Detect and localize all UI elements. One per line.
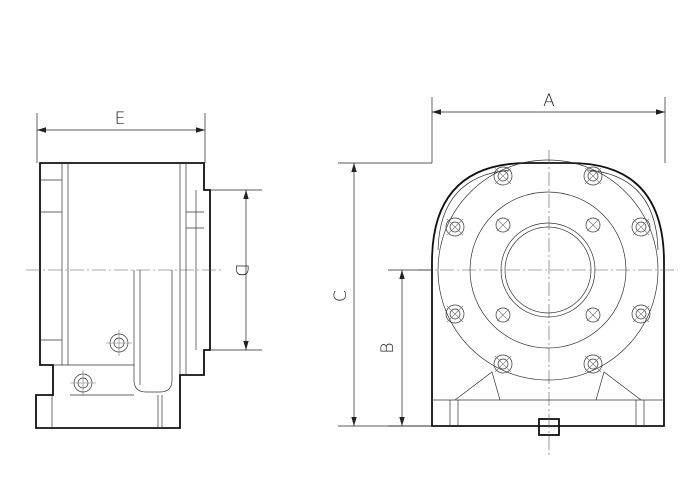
outer-flange-circle [437, 159, 659, 381]
dimension-c: C [331, 162, 432, 427]
dimension-d: D [210, 189, 262, 351]
side-view [26, 162, 222, 429]
dimension-c-label: C [331, 290, 351, 302]
front-view-outline [431, 162, 665, 427]
side-bolt-hole [106, 330, 132, 356]
dimension-e: E [36, 109, 206, 163]
dimension-a: A [431, 91, 666, 163]
dimension-a-label: A [543, 91, 555, 111]
inner-bolt-holes [495, 217, 601, 323]
front-view [418, 150, 678, 456]
side-bolt-hole [70, 370, 96, 396]
dimension-b-label: B [378, 342, 398, 353]
outer-bolt-holes [445, 166, 651, 374]
dimension-b: B [378, 269, 432, 427]
dimension-e-label: E [115, 109, 126, 129]
dimension-d-label: D [231, 263, 251, 276]
